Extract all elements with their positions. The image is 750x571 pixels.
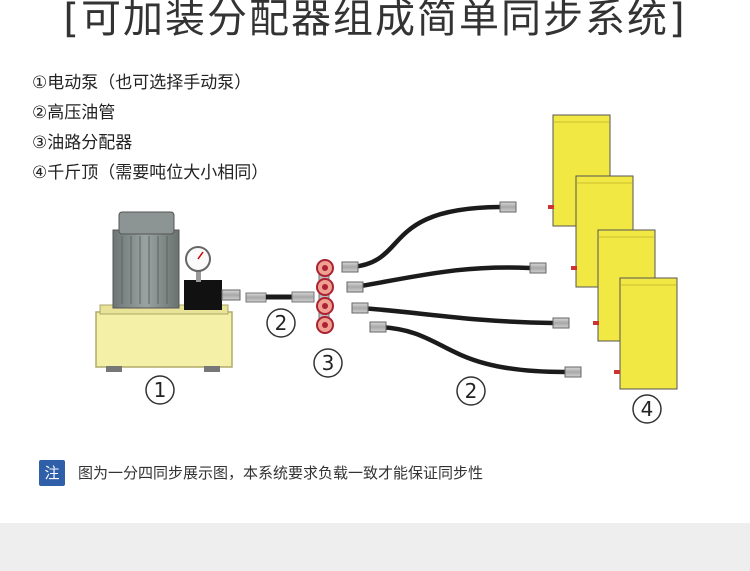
label-distributor-text: 3 [322, 351, 335, 375]
bottom-band [0, 523, 750, 571]
motor-body [112, 229, 180, 309]
label-jacks-text: 4 [641, 397, 654, 421]
label-hose-left-text: 2 [275, 311, 288, 335]
legend-item-hose: ②高压油管 [32, 103, 116, 123]
label-pump: 1 [145, 375, 175, 405]
high-pressure-hose-short [245, 291, 315, 303]
legend-item-pump: ①电动泵（也可选择手动泵） [32, 73, 252, 93]
label-jacks: 4 [632, 394, 662, 424]
legend-item-distributor: ③油路分配器 [32, 133, 133, 153]
note-badge: 注 [39, 460, 65, 486]
label-hose-right-text: 2 [465, 379, 478, 403]
pump-base-tank [95, 311, 233, 368]
label-hose-left: 2 [266, 308, 296, 338]
label-distributor: 3 [313, 348, 343, 378]
jack-4 [614, 277, 678, 390]
pump-outlet-fitting [221, 289, 241, 301]
label-pump-text: 1 [154, 378, 167, 402]
system-diagram: 1 2 3 2 4 [95, 114, 678, 424]
note-text: 图为一分四同步展示图，本系统要求负载一致才能保证同步性 [78, 464, 484, 482]
oil-distributor [316, 259, 334, 334]
page-title: [可加装分配器组成简单同步系统] [63, 0, 687, 42]
motor-cap [118, 211, 175, 235]
hose-fittings [341, 201, 582, 378]
valve-block [184, 280, 222, 310]
electric-pump [95, 211, 241, 372]
legend: ①电动泵（也可选择手动泵） ②高压油管 ③油路分配器 ④千斤顶（需要吨位大小相同… [32, 68, 268, 188]
jacks [548, 114, 678, 390]
high-pressure-hoses [351, 204, 566, 375]
label-hose-right: 2 [456, 376, 486, 406]
legend-item-jack: ④千斤顶（需要吨位大小相同） [32, 163, 269, 183]
